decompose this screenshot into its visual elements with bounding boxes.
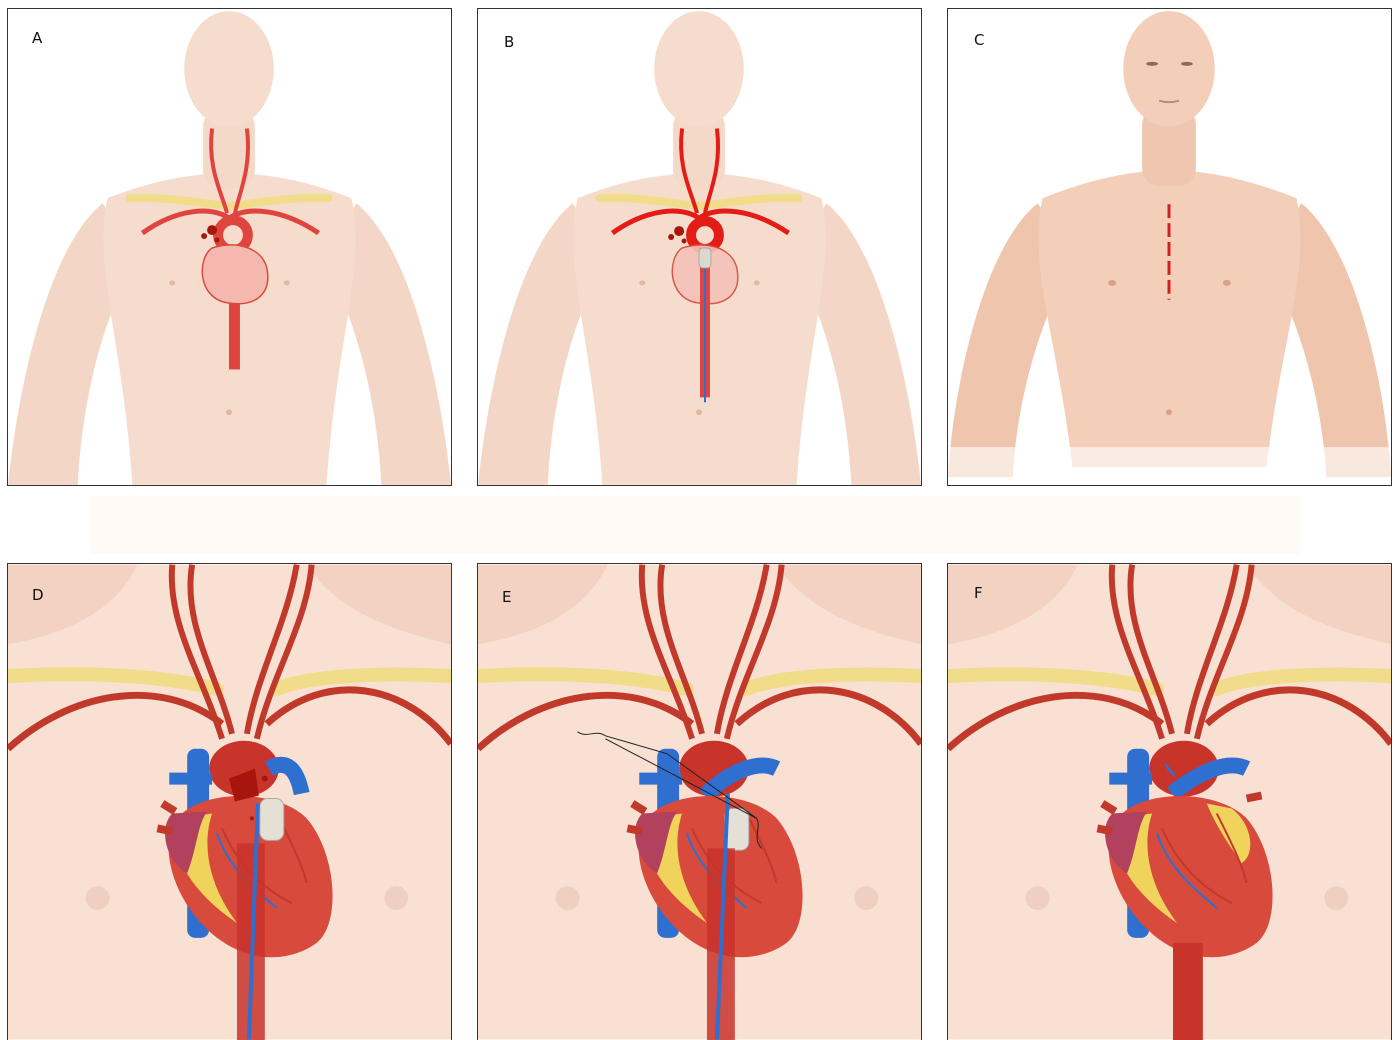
panel-label-f: F xyxy=(974,584,983,602)
panel-label-e: E xyxy=(502,588,511,606)
panel-label-b: B xyxy=(504,33,514,51)
panel-a: A xyxy=(7,8,452,486)
stent-graft-icon xyxy=(699,248,711,268)
panel-b: B xyxy=(477,8,922,486)
panel-c: C xyxy=(947,8,1392,486)
heart-illustration-e xyxy=(478,564,921,1040)
torso-illustration-a xyxy=(8,9,451,485)
panel-f: F xyxy=(947,563,1392,1040)
background-band xyxy=(90,496,1300,554)
panel-label-d: D xyxy=(32,586,44,604)
panel-label-a: A xyxy=(32,29,42,47)
heart-illustration-d xyxy=(8,564,451,1040)
heart-illustration-f xyxy=(948,564,1391,1040)
torso-illustration-c xyxy=(948,9,1391,485)
panel-d: D xyxy=(7,563,452,1040)
panel-e: E xyxy=(477,563,922,1040)
torso-illustration-b xyxy=(478,9,921,485)
stent-graft-icon xyxy=(260,799,284,841)
panel-label-c: C xyxy=(974,31,984,49)
